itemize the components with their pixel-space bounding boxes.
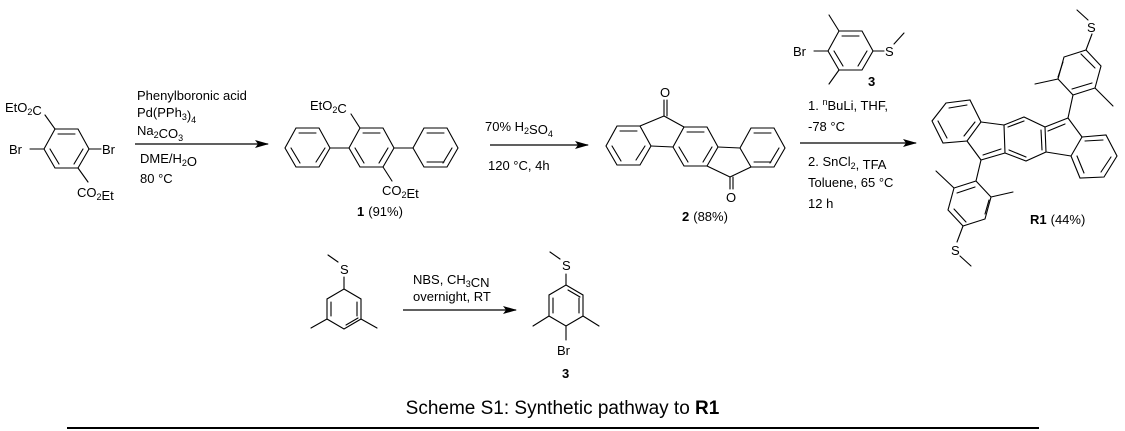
subscript: 2 — [524, 126, 529, 136]
formula-part: CO — [77, 185, 97, 200]
reagent3-number: 3 — [868, 74, 875, 89]
compound2-yield: (88%) — [693, 209, 728, 224]
formula-part: CO — [159, 126, 179, 141]
subscript: 4 — [548, 129, 553, 139]
formula-part: NBS, CH — [413, 272, 466, 287]
formula-part: CO — [382, 183, 402, 198]
step3-reagent-1: 1. nBuLi, THF, — [808, 97, 888, 113]
reaction-step-4: S NBS, CH3CN overnight, RT S Br 3 — [310, 251, 600, 381]
step3-reagent-2: -78 °C — [808, 119, 845, 134]
step4-reagent-1: NBS, CH3CN — [413, 272, 490, 290]
caption-rule — [67, 427, 1039, 429]
ester-group-bottom: CO2Et — [77, 185, 114, 203]
scheme-caption: Scheme S1: Synthetic pathway to R1 — [0, 398, 1125, 420]
step4-reagent-2: overnight, RT — [413, 289, 491, 304]
starting-material-dibromoterephthalate: EtO2C CO2Et Br Br — [5, 100, 116, 203]
formula-part: Et — [102, 188, 115, 203]
subscript: 2 — [27, 107, 32, 117]
compound1-ester-bottom: CO2Et — [382, 183, 419, 201]
step1-condition-1: DME/H2O — [140, 151, 197, 169]
reagent3-bromo: Br — [793, 44, 807, 59]
compound-1-structure: EtO2C CO2Et 1(91%) — [284, 98, 459, 219]
reaction-step-2: 70% H2SO4 120 °C, 4h — [485, 119, 589, 173]
compound-2-structure: O O 2 (88%) — [605, 85, 786, 224]
benzene-ring — [43, 128, 90, 169]
subscript: 3 — [466, 279, 471, 289]
compound1-ester-top: EtO2C — [310, 98, 347, 116]
carbonyl-oxygen-bottom: O — [726, 190, 736, 205]
subscript: 3 — [178, 133, 183, 143]
formula-part: Et — [407, 186, 420, 201]
thioanisole-starting-structure: S — [310, 254, 378, 330]
step3-condition-3: 12 h — [808, 196, 833, 211]
step3-step-number: 1. — [808, 98, 822, 113]
formula-part: 70% H — [485, 119, 524, 134]
step1-reagent-3: Na2CO3 — [137, 123, 183, 143]
product3-sulfur: S — [562, 258, 571, 273]
product-label: R1 (44%) — [1030, 212, 1085, 227]
ester-group-top: EtO2C — [5, 100, 42, 118]
n-prefix-superscript: n — [822, 97, 827, 107]
product-sulfur-top: S — [1087, 20, 1096, 35]
subscript: 4 — [191, 115, 196, 125]
subscript: 2 — [182, 158, 187, 168]
formula-part: O — [187, 154, 197, 169]
subscript: 2 — [332, 105, 337, 115]
step1-reagent-2: Pd(PPh3)4 — [137, 105, 196, 125]
formula-part: ) — [187, 108, 191, 123]
step2-reagent: 70% H2SO4 — [485, 119, 553, 139]
formula-part: Na — [137, 123, 154, 138]
reagent-3-product-structure: S Br 3 — [532, 251, 600, 381]
product-r1-structure: S S R1 (44%) — [931, 9, 1118, 267]
compound1-label: 1 (91%) — [357, 204, 403, 219]
bromo-left: Br — [9, 142, 23, 157]
formula-part: DME/H — [140, 151, 182, 166]
reaction-step-1: Phenylboronic acid Pd(PPh3)4 Na2CO3 DME/… — [135, 88, 269, 186]
formula-part: , TFA — [856, 157, 887, 172]
formula-part: C — [32, 103, 41, 118]
compound1-number: 1 — [357, 204, 364, 219]
formula-part: CN — [471, 275, 490, 290]
reaction-step-3: Br S 3 1. nBuLi, THF, -78 °C 2. SnCl2, T… — [793, 14, 917, 211]
subscript: 2 — [97, 192, 102, 202]
formula-part: Pd(PPh — [137, 105, 182, 120]
reagent-3-structure: Br S 3 — [793, 14, 905, 89]
nbuli-text: BuLi, THF, — [827, 98, 887, 113]
step2-condition: 120 °C, 4h — [488, 158, 550, 173]
product3-number: 3 — [562, 366, 569, 381]
step3-condition-2: Toluene, 65 °C — [808, 175, 893, 190]
product-sulfur-bottom: S — [951, 243, 960, 258]
carbonyl-oxygen-top: O — [660, 85, 670, 100]
step1-reagent-1: Phenylboronic acid — [137, 88, 247, 103]
bromo-right: Br — [102, 142, 116, 157]
subscript: 2 — [154, 130, 159, 140]
step1-condition-2: 80 °C — [140, 171, 173, 186]
subscript: 2 — [851, 161, 856, 171]
step3-condition-1: 2. SnCl2, TFA — [808, 154, 887, 172]
start-sulfur: S — [340, 262, 349, 277]
subscript: 3 — [182, 112, 187, 122]
product-yield: (44%) — [1051, 212, 1086, 227]
formula-part: SO — [529, 122, 548, 137]
subscript: 2 — [402, 190, 407, 200]
formula-part: EtO — [5, 100, 27, 115]
product-name: R1 — [1030, 212, 1047, 227]
caption-compound: R1 — [695, 398, 720, 419]
caption-text: Scheme S1: Synthetic pathway to — [405, 398, 696, 419]
compound2-number: 2 — [682, 209, 689, 224]
formula-part: 2. SnCl — [808, 154, 851, 169]
formula-part: C — [337, 101, 346, 116]
reagent3-sulfur: S — [885, 44, 894, 59]
compound2-label: 2 (88%) — [682, 209, 728, 224]
compound1-yield: (91%) — [368, 204, 403, 219]
formula-part: EtO — [310, 98, 332, 113]
product3-bromo: Br — [557, 343, 571, 358]
